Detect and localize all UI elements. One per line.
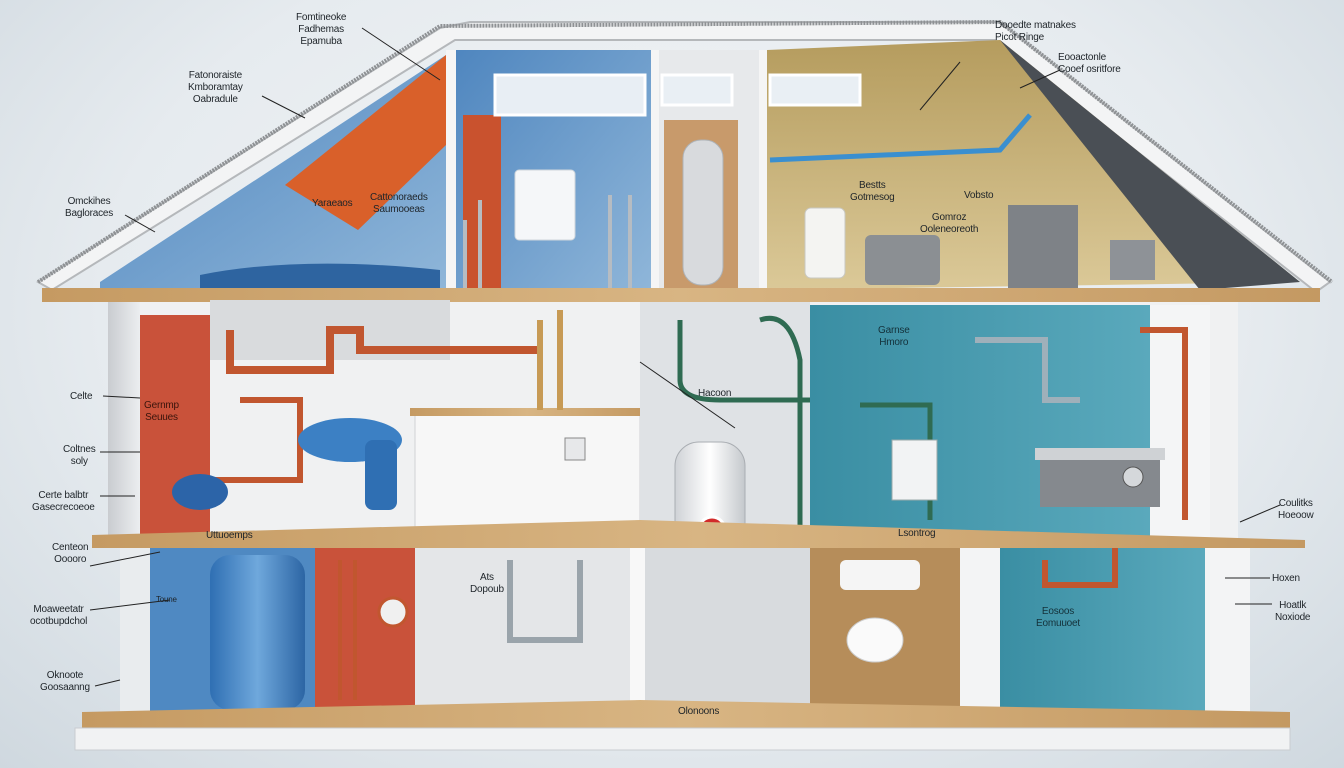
label-line: Oabradule <box>192 94 238 105</box>
label-lower-right-2: Hoatlk Noxiode <box>1275 600 1310 624</box>
label-line: Oknoote <box>46 670 84 681</box>
label-attic-blue-room: Cattonoraeds Saumooeas <box>370 192 428 216</box>
label-line: Gasecrecoeoe <box>32 502 95 513</box>
attic <box>100 40 1300 290</box>
label-attic-blue-small: Yaraeaos <box>312 198 353 209</box>
label-roof-upper-left: Fatonoraiste Kmboramtay Oabradule <box>188 70 243 106</box>
label-line: Bestts <box>858 180 886 191</box>
label-line: Coulitks <box>1278 498 1313 509</box>
label-floor-right: Coulitks Hoeoow <box>1278 498 1314 522</box>
label-line: Noxiode <box>1275 612 1311 623</box>
label-line: ocotbupdchol <box>30 616 88 627</box>
label-floor-left-center: Uttuoemps <box>206 530 253 541</box>
label-lower-teal: Eosoos Eomuuoet <box>1036 606 1080 630</box>
lower-floor <box>120 548 1250 718</box>
label-line: Eooactonle <box>1058 52 1107 63</box>
label-line: Goosaanng <box>40 682 90 693</box>
label-line: Hoeoow <box>1278 510 1314 521</box>
attic-floor <box>42 288 1320 302</box>
label-lower-mid: Ats Dopoub <box>470 572 504 596</box>
label-lower-tank: Toune <box>156 595 177 604</box>
label-lower-left-1: Moaweetatr ocotbupdchol <box>30 604 87 628</box>
label-line: Eomuuoet <box>1036 618 1080 629</box>
label-line: Kmboramtay <box>188 82 243 93</box>
label-line: Centeon <box>52 542 89 553</box>
basement-floor <box>82 700 1290 728</box>
label-line: Gernmp <box>144 400 179 411</box>
label-line: Cooef osritfore <box>1058 64 1121 75</box>
label-line: Ooooro <box>54 554 87 565</box>
label-mid-left-3: Certe balbtr Gasecrecoeoe <box>32 490 95 514</box>
label-lower-left-2: Oknoote Goosaanng <box>40 670 90 694</box>
label-line: Gotmesog <box>850 192 895 203</box>
label-roof-top-left: Fomtineoke Fadhemas Epamuba <box>296 12 346 48</box>
label-line: Dopoub <box>470 584 504 595</box>
label-lower-right-1: Hoxen <box>1272 573 1300 584</box>
label-line: Dooedte matnakes <box>995 20 1076 31</box>
label-floor-center: Lsontrog <box>898 528 936 539</box>
label-line: Fatonoraiste <box>188 70 242 81</box>
label-line: Seuues <box>145 412 178 423</box>
label-attic-tan-room-b: Vobsto <box>964 190 994 201</box>
label-line: Eosoos <box>1041 606 1075 617</box>
label-teal-room-upper: Garnse Hmoro <box>878 325 910 349</box>
label-mid-left-heater: Gernmp Seuues <box>144 400 179 424</box>
label-line: soly <box>70 456 88 467</box>
label-roof-right: Eooactonle Cooef osritfore <box>1058 52 1121 76</box>
label-mid-left-2: Coltnes soly <box>63 444 96 468</box>
label-mid-left-1: Celte <box>70 391 93 402</box>
label-line: Fadhemas <box>298 24 344 35</box>
label-line: Coltnes <box>63 444 96 455</box>
label-line: Garnse <box>878 325 910 336</box>
label-attic-tan-room-c: Gomroz Ooleneoreoth <box>920 212 978 236</box>
label-line: Bagloraces <box>65 208 114 219</box>
label-line: Picot Ringe <box>995 32 1044 43</box>
roof <box>36 19 1334 294</box>
label-line: Hmoro <box>879 337 909 348</box>
label-attic-tan-room-a: Bestts Gotmesog <box>850 180 895 204</box>
foundation <box>74 727 1291 751</box>
label-line: Certe balbtr <box>38 490 89 501</box>
middle-floor-slab <box>92 520 1305 548</box>
label-roof-top-right: Dooedte matnakes Picot Ringe <box>995 20 1076 44</box>
label-line: Fomtineoke <box>296 12 347 23</box>
label-line: Omckihes <box>67 196 111 207</box>
label-line: Epamuba <box>300 36 342 47</box>
label-line: Hoatlk <box>1279 600 1307 611</box>
label-center-room: Hacoon <box>698 388 732 399</box>
label-line: Ats <box>479 572 494 583</box>
label-line: Cattonoraeds <box>370 192 428 203</box>
label-roof-left-eave: Omckihes Bagloraces <box>65 196 113 220</box>
label-basement-floor: Olonoons <box>678 706 720 717</box>
label-floor-left-1: Centeon Ooooro <box>52 542 89 566</box>
label-line: Gomroz <box>931 212 967 223</box>
label-line: Moaweetatr <box>33 604 84 615</box>
label-line: Saumooeas <box>373 204 425 215</box>
label-line: Ooleneoreoth <box>920 224 979 235</box>
callout-lines <box>89 27 1281 687</box>
